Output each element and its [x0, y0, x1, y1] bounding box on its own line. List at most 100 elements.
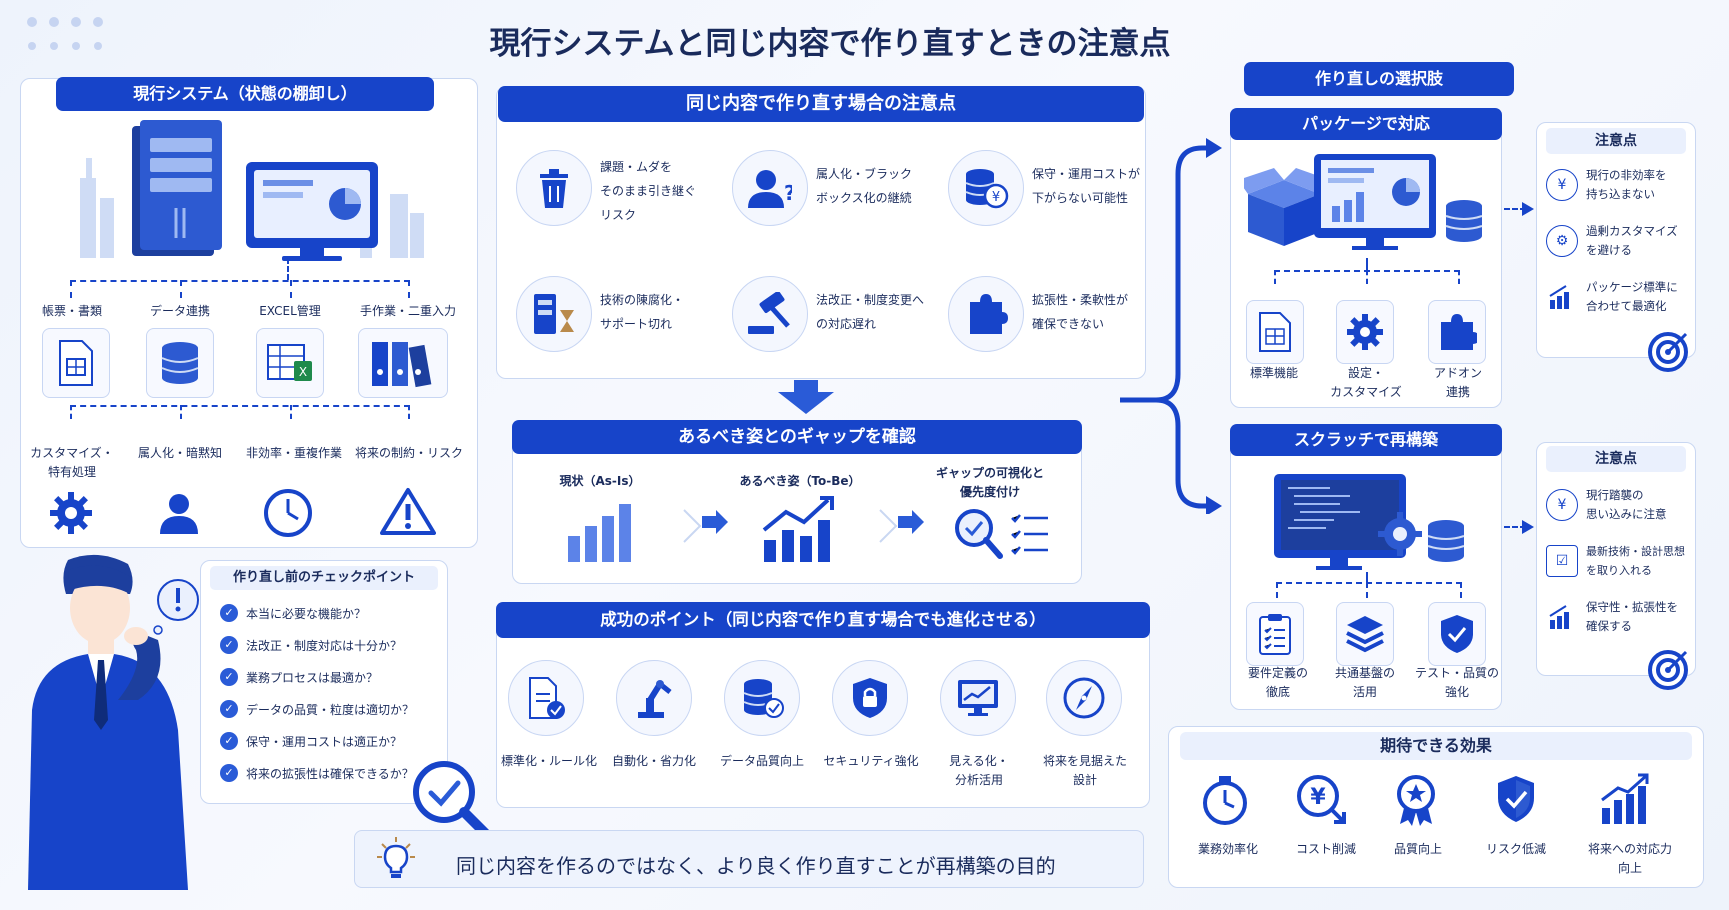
- growth-chart-icon: [1601, 773, 1649, 824]
- award-medal-icon: [1397, 775, 1435, 826]
- item-label-reports: 帳票・書類: [41, 304, 102, 318]
- check-circle-icon: ✓: [220, 668, 238, 686]
- compass-icon: [1046, 660, 1122, 736]
- server-monitor-illustration: [80, 120, 424, 261]
- yen-circle-icon: ¥: [1546, 489, 1578, 521]
- cautions-panel: [496, 86, 1146, 379]
- note-item: ¥現行踏襲の 思い込みに注意: [1546, 486, 1667, 524]
- svg-text:X: X: [299, 365, 307, 379]
- trash-icon: [516, 150, 592, 226]
- note-item: ☑最新技術・設計思想 を取り入れる: [1546, 542, 1685, 580]
- magnifier-checklist-icon: [955, 509, 1048, 559]
- growth-bars-icon: [1546, 601, 1578, 633]
- caution-text: 課題・ムダを そのまま引き継ぐ リスク: [600, 160, 697, 222]
- issue-label-inefficiency: 非効率・重複作業: [245, 446, 342, 460]
- document-icon: [42, 328, 110, 398]
- layers-icon: [1336, 602, 1394, 666]
- effect-label: コスト削減: [1295, 842, 1356, 856]
- target-icon: [1648, 332, 1688, 372]
- caution-text: 保守・運用コストが 下がらない可能性: [1032, 167, 1141, 205]
- branch-arrows: [1120, 138, 1222, 514]
- success-label: データ品質向上: [719, 754, 804, 768]
- current-system-header: 現行システム（状態の棚卸し）: [56, 77, 434, 111]
- yen-down-icon: ¥: [1297, 775, 1346, 824]
- issue-label-tacit: 属人化・暗黙知: [137, 446, 222, 460]
- package-monitor-illustration: [1244, 154, 1483, 250]
- effect-label: リスク低減: [1485, 842, 1546, 856]
- svg-text:?: ?: [784, 181, 792, 205]
- success-label: 標準化・ルール化: [500, 754, 597, 768]
- checkpoint-item: ✓保守・運用コストは適正か？: [220, 732, 402, 750]
- puzzle-icon: [948, 276, 1024, 352]
- effect-label: 品質向上: [1393, 842, 1442, 856]
- shield-lock-icon: [832, 660, 908, 736]
- svg-text:¥: ¥: [1310, 785, 1326, 810]
- database-check-icon: [724, 660, 800, 736]
- arrow-right-icon: [898, 510, 924, 534]
- scratch-item-label: 要件定義の 徹底: [1247, 666, 1308, 699]
- note-item: ⚙過剰カスタマイズ を避ける: [1546, 222, 1678, 260]
- caution-text: 法改正・制度変更へ の対応遅れ: [816, 293, 925, 331]
- package-header: パッケージで対応: [1230, 108, 1502, 140]
- arrow-right-small-icon: [1522, 520, 1534, 534]
- effects-header: 期待できる効果: [1180, 732, 1692, 760]
- stopwatch-icon: [1203, 776, 1247, 825]
- document-check-icon: [508, 660, 584, 736]
- check-circle-icon: ✓: [220, 604, 238, 622]
- success-label: セキュリティ強化: [823, 754, 919, 768]
- binders-icon: [358, 328, 448, 398]
- cautions-header: 同じ内容で作り直す場合の注意点: [498, 86, 1144, 122]
- lightbulb-icon: [377, 837, 415, 878]
- checkpoint-item: ✓本当に必要な機能か？: [220, 604, 366, 622]
- package-item-label: 設定・ カスタマイズ: [1330, 366, 1402, 399]
- check-circle-icon: ✓: [220, 732, 238, 750]
- person-question-icon: ?: [732, 150, 808, 226]
- scratch-header: スクラッチで再構築: [1230, 424, 1502, 456]
- gap-step-tobe: あるべき姿（To-Be）: [739, 474, 861, 488]
- note-item: 保守性・拡張性を 確保する: [1546, 598, 1678, 636]
- arrow-right-icon: [702, 510, 728, 534]
- message-text: 同じ内容を作るのではなく、より良く作り直すことが再構築の目的: [456, 854, 1056, 878]
- database-icon: [146, 328, 214, 398]
- growth-chart-icon: [762, 496, 834, 562]
- spreadsheet-doc-icon: [1246, 300, 1304, 364]
- success-label: 将来を見据えた 設計: [1042, 754, 1127, 787]
- issue-label-customize: カスタマイズ・ 特有処理: [30, 446, 114, 479]
- gear-icon: [50, 492, 92, 534]
- gear-icon: [1336, 300, 1394, 364]
- growth-bars-icon: [1546, 281, 1578, 313]
- code-monitor-illustration: [1274, 474, 1465, 570]
- check-circle-icon: ✓: [220, 764, 238, 782]
- package-item-label: 標準機能: [1249, 366, 1298, 380]
- package-notes-header: 注意点: [1546, 128, 1686, 154]
- caution-text: 技術の陳腐化・ サポート切れ: [600, 293, 685, 331]
- message-bar: [354, 830, 1144, 888]
- success-label: 自動化・省力化: [611, 754, 696, 768]
- checkpoint-header: 作り直し前のチェックポイント: [210, 566, 438, 590]
- checkpoint-item: ✓業務プロセスは最適か？: [220, 668, 378, 686]
- checkpoint-item: ✓将来の拡張性は確保できるか？: [220, 764, 414, 782]
- scratch-item-label: テスト・品質の 強化: [1414, 666, 1499, 699]
- coin-stack-icon: ¥: [948, 150, 1024, 226]
- item-label-data-link: データ連携: [149, 304, 210, 318]
- gap-step-asis: 現状（As-Is）: [559, 474, 641, 488]
- person-icon: [160, 494, 198, 534]
- check-circle-icon: ✓: [220, 700, 238, 718]
- clipboard-check-icon: [1246, 602, 1304, 666]
- effect-label: 業務効率化: [1197, 842, 1258, 856]
- checkpoint-panel: [200, 560, 448, 804]
- scratch-notes-panel: [1536, 442, 1696, 676]
- clock-icon: [264, 489, 312, 537]
- gap-header: あるべき姿とのギャップを確認: [512, 420, 1082, 454]
- check-circle-icon: ✓: [220, 636, 238, 654]
- yen-circle-icon: ¥: [1546, 169, 1578, 201]
- scratch-item-label: 共通基盤の 活用: [1334, 666, 1395, 699]
- current-system-panel: [20, 78, 478, 548]
- chevron-right-icon: [879, 509, 898, 543]
- excel-sheet-icon: X: [256, 328, 324, 398]
- scratch-notes-header: 注意点: [1546, 446, 1686, 472]
- note-item: パッケージ標準に 合わせて最適化: [1546, 278, 1678, 316]
- puzzle-icon: [1428, 300, 1486, 364]
- checkpoint-list: ✓本当に必要な機能か？ ✓法改正・制度対応は十分か？ ✓業務プロセスは最適か？ …: [200, 596, 448, 806]
- target-icon: [1648, 650, 1688, 690]
